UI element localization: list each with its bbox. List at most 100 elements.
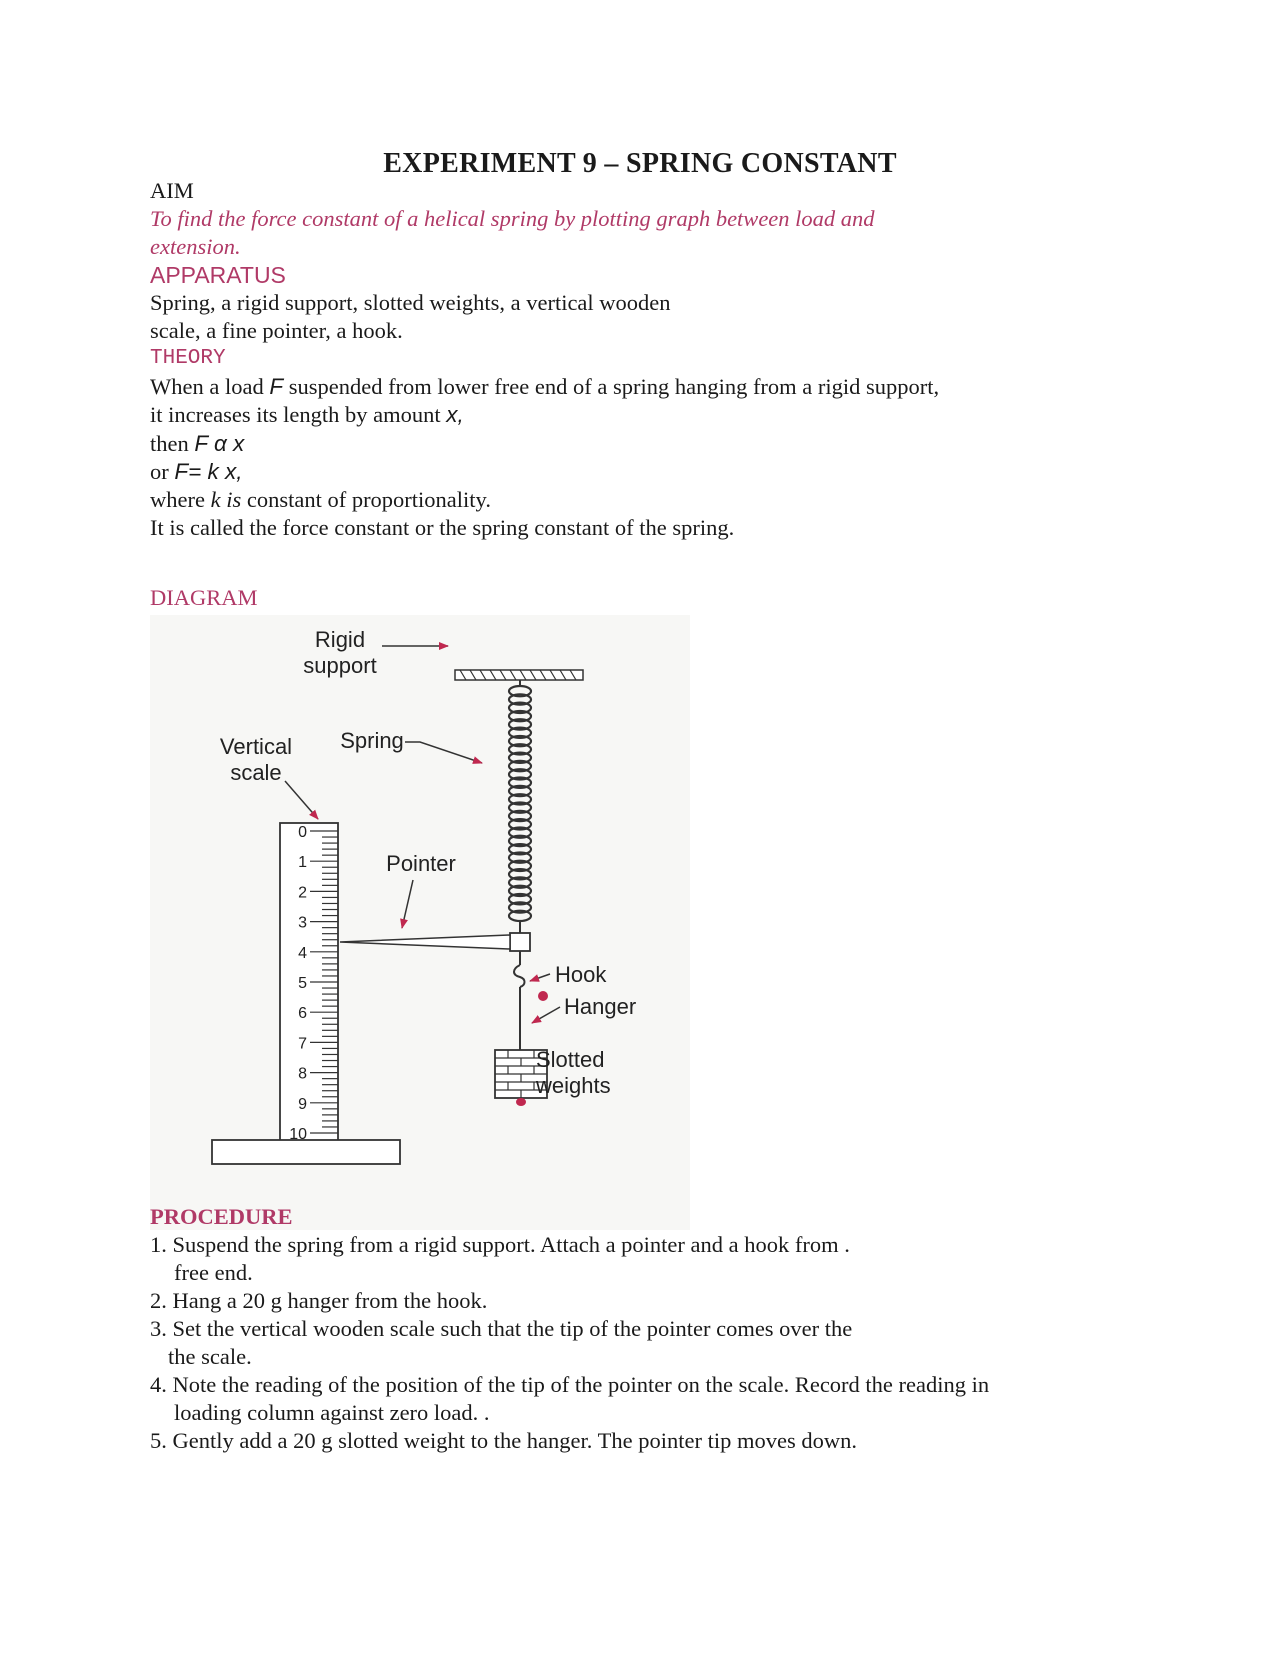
page-title: EXPERIMENT 9 – SPRING CONSTANT <box>383 148 897 179</box>
spring-loop <box>507 851 533 864</box>
label-pointer: Pointer <box>386 851 456 876</box>
variable-k: k is <box>210 487 242 512</box>
scale-number: 0 <box>298 824 307 841</box>
spring-loop <box>507 751 533 764</box>
apparatus-text-line1: Spring, a rigid support, slotted weights… <box>150 290 671 315</box>
spring-loop <box>507 718 533 731</box>
spring-loop <box>507 809 533 823</box>
pointer <box>339 934 511 950</box>
scale-number: 6 <box>298 1005 307 1022</box>
theory-heading: THEORY <box>150 347 226 370</box>
scale-number: 3 <box>298 915 307 932</box>
label-hook: Hook <box>555 962 607 987</box>
theory-line4: or F= k x, <box>150 458 243 486</box>
aim-text-line2: extension. <box>150 234 241 259</box>
vertical-scale <box>279 822 339 1144</box>
scale-base <box>211 1139 401 1165</box>
spring-loop <box>507 876 533 889</box>
procedure-step1-line1: 1. Suspend the spring from a rigid suppo… <box>150 1232 850 1257</box>
spring-loop <box>507 734 533 748</box>
scale-number: 7 <box>298 1035 307 1052</box>
spring-loop <box>507 693 533 706</box>
spring-loop <box>507 818 533 831</box>
procedure-step3-line1: 3. Set the vertical wooden scale such th… <box>150 1316 853 1341</box>
hook <box>513 964 526 988</box>
scale-number: 10 <box>289 1126 307 1143</box>
spring-loop <box>507 784 533 798</box>
procedure-step4-line2: loading column against zero load. . <box>174 1400 490 1425</box>
aim-heading: AIM <box>150 178 194 203</box>
scale-number: 2 <box>298 884 307 901</box>
theory-line1: When a load F suspended from lower free … <box>150 373 939 401</box>
apparatus-text-line2: scale, a fine pointer, a hook. <box>150 318 403 343</box>
spring-loop <box>507 801 533 814</box>
procedure-heading: PROCEDURE <box>150 1204 293 1229</box>
spring-loop <box>507 726 533 740</box>
theory-line4-start: or <box>150 459 175 484</box>
apparatus-heading: APPARATUS <box>150 262 286 288</box>
spring-loop <box>507 834 533 848</box>
theory-line1-start: When a load <box>150 374 270 399</box>
arrow-hook <box>529 973 551 982</box>
spring-loop <box>507 701 533 715</box>
spring-loop <box>507 768 533 781</box>
spring-loop <box>507 892 533 906</box>
procedure-step3-line2: the scale. <box>168 1344 252 1369</box>
label-scale: scale <box>230 760 281 785</box>
label-weights: weights <box>535 1073 611 1098</box>
scale-numbers: 0 1 2 3 4 5 6 7 8 9 10 <box>289 824 307 1143</box>
spring-loop <box>507 901 533 914</box>
theory-line6: It is called the force constant or the s… <box>150 515 735 540</box>
spring-loop <box>507 709 533 723</box>
spring-loop <box>507 743 533 756</box>
label-hanger: Hanger <box>564 994 636 1019</box>
theory-line5: where k is constant of proportionality. <box>150 486 491 514</box>
proportion-expression: F α x <box>194 431 245 456</box>
hooke-law-expression: F= k x, <box>174 459 243 484</box>
procedure-step1-line2: free end. <box>174 1260 253 1285</box>
spring-loop <box>507 776 533 789</box>
scale-number: 9 <box>298 1096 307 1113</box>
spring-loop <box>507 884 533 898</box>
theory-line2: it increases its length by amount x, <box>150 401 464 429</box>
arrow-pointer <box>400 879 414 929</box>
scale-number: 1 <box>298 854 307 871</box>
label-slotted: Slotted <box>536 1047 605 1072</box>
theory-line1-end: suspended from lower free end of a sprin… <box>283 374 940 399</box>
spring-loop <box>507 826 533 839</box>
arrow-vertical-scale <box>284 780 319 820</box>
theory-line5-end: constant of proportionality. <box>241 487 491 512</box>
diagram-heading: DIAGRAM <box>150 585 258 610</box>
spring-loop <box>507 793 533 806</box>
variable-x: x, <box>446 402 464 427</box>
rigid-support-bar <box>454 669 584 681</box>
spring-loop <box>507 859 533 873</box>
theory-line3-start: then <box>150 431 195 456</box>
arrow-hanger <box>531 1006 561 1024</box>
variable-f: F <box>269 374 284 399</box>
scale-number: 5 <box>298 975 307 992</box>
spring-loop <box>507 759 533 773</box>
label-rigid: Rigid <box>315 627 365 652</box>
spring-coil <box>507 684 533 923</box>
arrow-spring <box>405 741 483 764</box>
procedure-step5: 5. Gently add a 20 g slotted weight to t… <box>150 1428 857 1453</box>
slotted-weights <box>494 1049 548 1106</box>
scale-number: 4 <box>298 945 307 962</box>
hook-dot <box>538 991 548 1001</box>
label-spring: Spring <box>340 728 404 753</box>
spring-loop <box>507 843 533 856</box>
aim-text-line1: To find the force constant of a helical … <box>150 206 875 231</box>
theory-line5-start: where <box>150 487 211 512</box>
spring-loop <box>507 867 533 881</box>
theory-line3: then F α x <box>150 430 244 458</box>
theory-line2-start: it increases its length by amount <box>150 402 447 427</box>
label-support: support <box>303 653 376 678</box>
scale-number: 8 <box>298 1066 307 1083</box>
procedure-step4-line1: 4. Note the reading of the position of t… <box>150 1372 990 1397</box>
pointer-block <box>509 932 531 952</box>
procedure-step2: 2. Hang a 20 g hanger from the hook. <box>150 1288 488 1313</box>
